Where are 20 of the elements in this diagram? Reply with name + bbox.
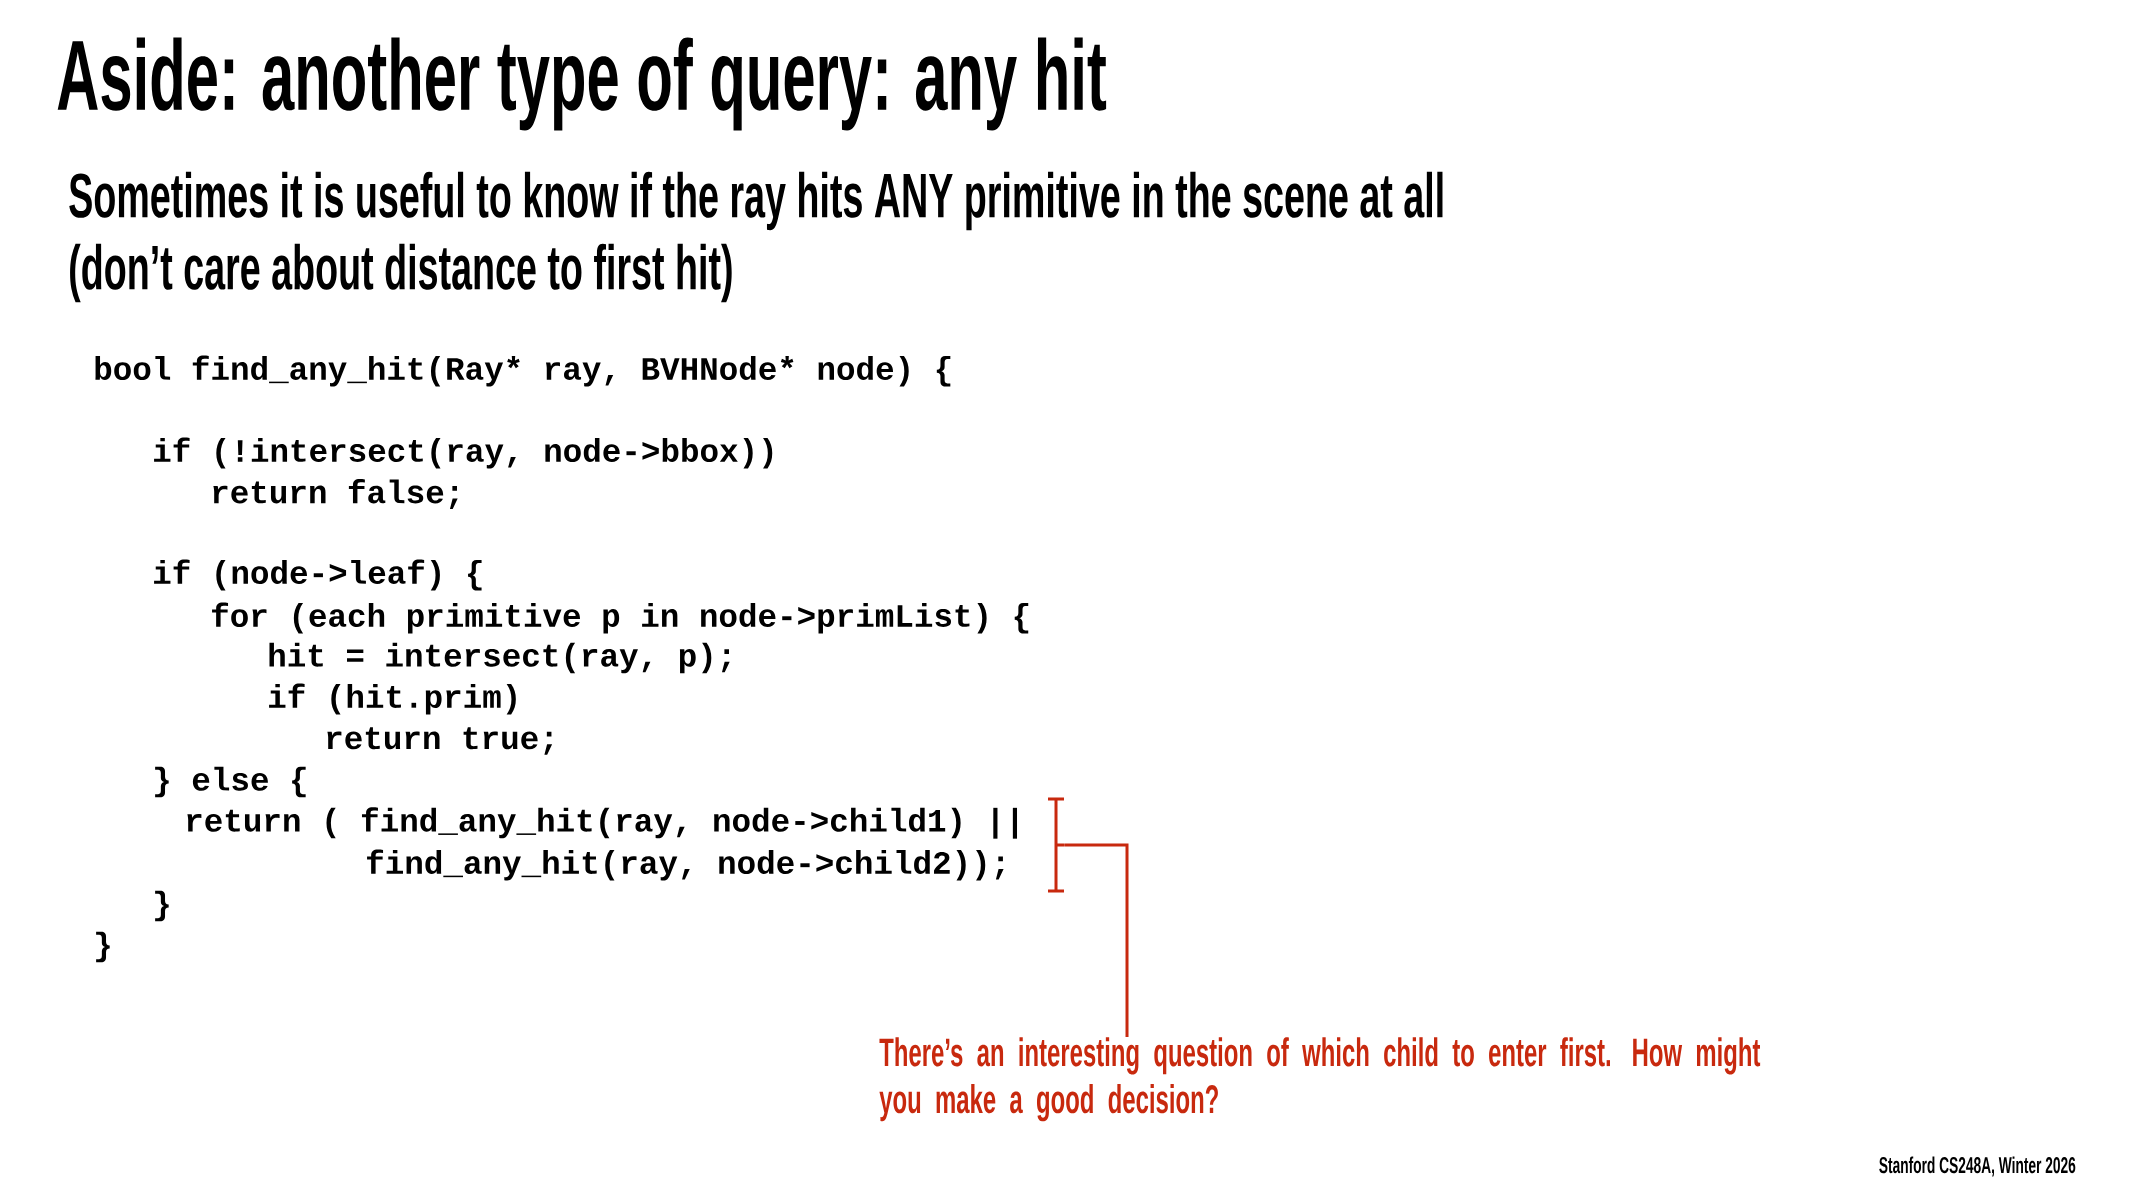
code-line: return true; (327, 727, 553, 755)
annotation-text: There’s an interesting question of which child to enter first. How might you make a good decision? (879, 1037, 1761, 1122)
code-line: return false; (213, 479, 458, 509)
code-line: find_any_hit(ray, node->child2)); (367, 849, 1004, 881)
subtitle-text: (don’t care about distance to first hit) (70, 243, 732, 303)
code-line: if (!intersect(ray, node->bbox)) (154, 437, 773, 469)
slide-title: Aside: another type of query: any hit (57, 37, 1107, 131)
code-line: hit = intersect(ray, p); (269, 642, 730, 674)
bracket (1046, 797, 1066, 893)
code-line: if (hit.prim) (269, 683, 516, 715)
code-line: } else { (155, 766, 306, 798)
code-line: } (155, 890, 169, 922)
code-line: bool find_any_hit(Ray* ray, BVHNode* node) { (95, 355, 951, 387)
code-line: for (each primitive p in node->primList) { (212, 602, 1029, 634)
code-line: return ( find_any_hit(ray, node->child1) || (187, 807, 1017, 839)
code-line: } (96, 931, 110, 963)
footer-text: Stanford CS248A, Winter 2026 (1879, 1156, 2076, 1177)
leader-line (1064, 843, 1129, 1037)
subtitle-text: Sometimes it is useful to know if the ray hits ANY primitive in the scene at all (69, 171, 1443, 231)
code-line: if (node->leaf) { (154, 559, 482, 591)
